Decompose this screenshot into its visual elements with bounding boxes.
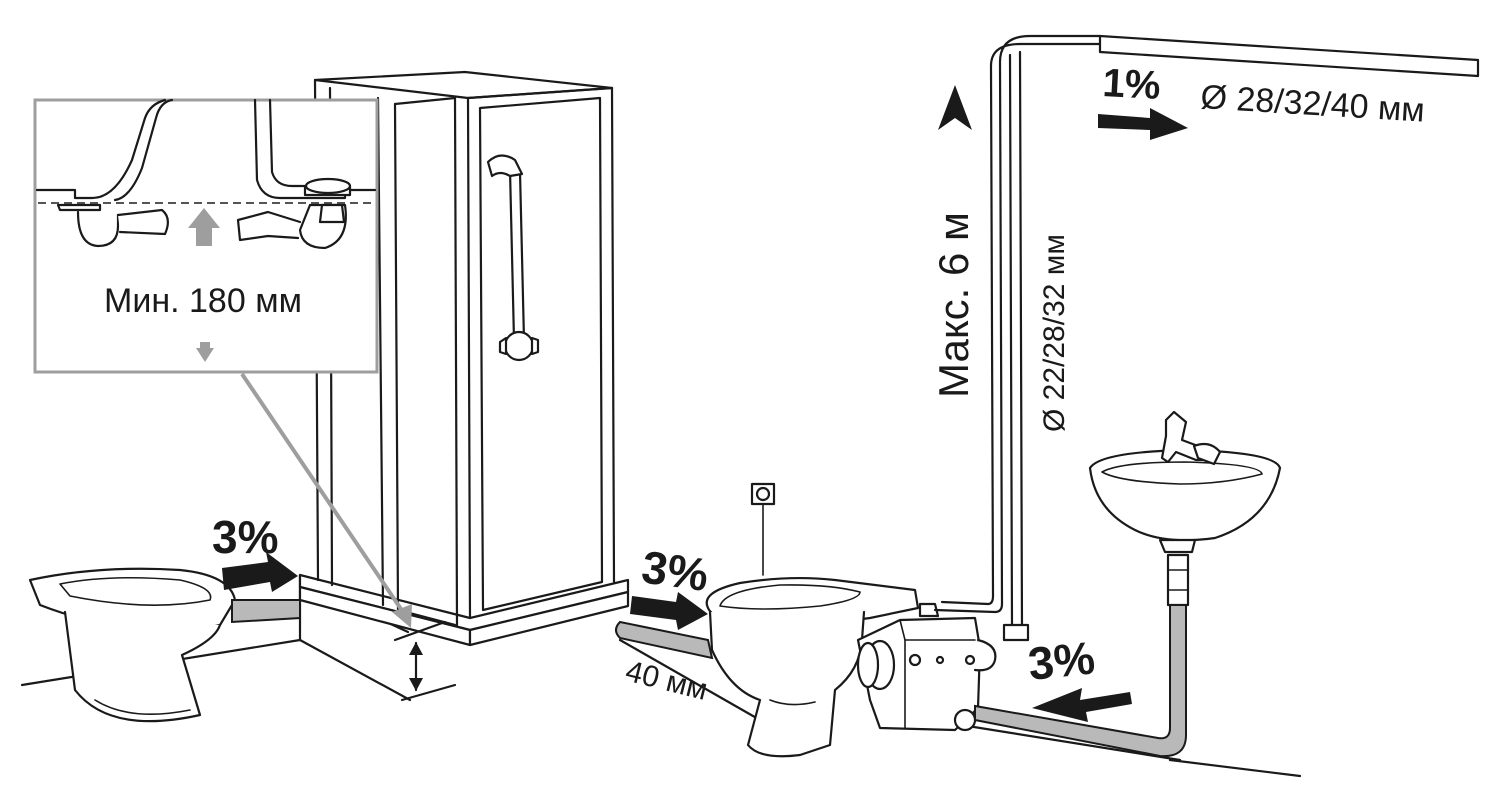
slope-middle-label: 3% xyxy=(639,540,712,601)
inset-min-height-label: Мин. 180 мм xyxy=(104,282,302,320)
min-height-inset: Мин. 180 мм xyxy=(33,98,379,374)
macerator-pump xyxy=(856,602,997,732)
sink-drain-pipe xyxy=(974,604,1187,758)
pipe-diameter-vertical-label: Ø 22/28/32 мм xyxy=(1038,234,1071,432)
slope-left: 3% xyxy=(212,511,298,592)
slope-right: 3% xyxy=(1026,631,1132,722)
slope-middle: 3% xyxy=(630,540,712,630)
slope-right-label: 3% xyxy=(1026,631,1098,690)
center-toilet xyxy=(705,482,920,758)
inset-leader-line xyxy=(240,372,412,628)
pipe-size-toilet-label: 40 мм xyxy=(622,655,710,707)
max-height-group: Макс. 6 м xyxy=(930,85,977,398)
left-toilet xyxy=(28,567,237,723)
slope-top-label: 1% xyxy=(1102,61,1162,108)
riser-pipe xyxy=(933,34,1102,642)
top-horizontal-pipe xyxy=(1098,34,1480,78)
shower-cabin xyxy=(298,70,630,647)
max-height-label: Макс. 6 м xyxy=(930,212,977,398)
height-measure-arrow xyxy=(393,620,457,702)
sink xyxy=(1088,410,1282,607)
left-drain-pipe xyxy=(231,599,301,624)
slope-top: 1% xyxy=(1098,61,1188,140)
middle-drain-pipe xyxy=(615,620,714,660)
pipe-diameter-horizontal-label: Ø 28/32/40 мм xyxy=(1200,78,1426,130)
